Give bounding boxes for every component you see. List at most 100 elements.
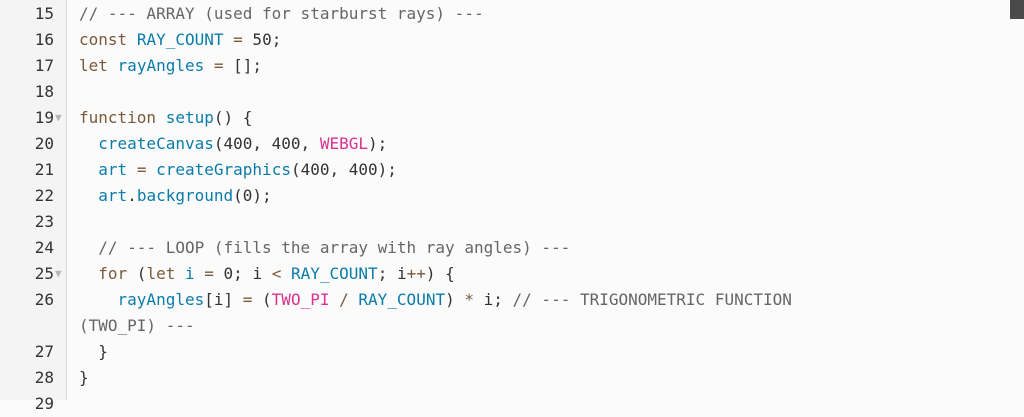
code-token: TWO_PI	[271, 290, 330, 309]
code-token: ; i	[377, 264, 407, 283]
code-token	[79, 160, 98, 179]
line-number: 25	[34, 264, 54, 283]
fold-arrow-icon[interactable]: ▼	[55, 267, 62, 280]
code-text: rayAngles[i] = (TWO_PI / RAY_COUNT) * i;…	[79, 287, 792, 313]
code-token: (	[127, 264, 147, 283]
code-token: // --- TRIGONOMETRIC FUNCTION	[512, 290, 792, 309]
code-token: // --- ARRAY (used for starburst rays) -…	[79, 4, 484, 23]
code-line[interactable]: 26 rayAngles[i] = (TWO_PI / RAY_COUNT) *…	[0, 287, 1010, 313]
code-token: function	[79, 108, 157, 127]
code-token: =	[136, 160, 147, 179]
code-token: RAY_COUNT	[358, 290, 446, 309]
code-token: (TWO_PI) ---	[79, 316, 195, 335]
code-token	[175, 264, 185, 283]
code-line[interactable]: 23	[0, 209, 1010, 235]
code-token: =	[204, 264, 214, 283]
code-text: art.background(0);	[79, 183, 272, 209]
line-number-gutter	[0, 0, 67, 400]
code-text: }	[79, 365, 89, 391]
code-token	[281, 264, 291, 283]
code-token: [i]	[204, 290, 243, 309]
line-number: 29	[34, 394, 54, 413]
code-line[interactable]: 15 // --- ARRAY (used for starburst rays)…	[0, 1, 1010, 27]
line-number: 22	[34, 186, 54, 205]
code-line[interactable]: 28}	[0, 365, 1010, 391]
code-token	[349, 290, 359, 309]
code-token: ++	[406, 264, 426, 283]
code-text: function setup() {	[79, 105, 252, 131]
code-text: art = createGraphics(400, 400);	[79, 157, 397, 183]
code-token: [];	[223, 56, 263, 75]
code-line[interactable]: 17 let rayAngles = [];	[0, 53, 1010, 79]
code-token: let	[146, 264, 176, 283]
code-token: art	[98, 160, 128, 179]
code-line[interactable]: 29	[0, 391, 1010, 417]
code-line-wrapped[interactable]: (TWO_PI) ---	[0, 313, 1010, 339]
code-token: art	[98, 186, 128, 205]
line-number: 15	[34, 4, 54, 23]
line-number: 24	[34, 238, 54, 257]
code-token: rayAngles	[117, 56, 205, 75]
code-token: =	[213, 56, 224, 75]
code-token: () {	[213, 108, 253, 127]
code-token: )	[445, 290, 465, 309]
code-line[interactable]: 20 createCanvas(400, 400, WEBGL);	[0, 131, 1010, 157]
code-line[interactable]: 25▼ for (let i = 0; i < RAY_COUNT; i++) …	[0, 261, 1010, 287]
code-token	[79, 290, 118, 309]
code-text: for (let i = 0; i < RAY_COUNT; i++) {	[79, 261, 455, 287]
code-token	[146, 160, 156, 179]
code-token: (0);	[233, 186, 272, 205]
code-text: let rayAngles = [];	[79, 53, 262, 79]
code-token: // --- LOOP (fills the array with ray an…	[79, 238, 571, 257]
code-token: 0; i	[213, 264, 272, 283]
code-text: (TWO_PI) ---	[79, 313, 195, 339]
code-text: // --- ARRAY (used for starburst rays) -…	[79, 1, 484, 27]
fold-arrow-icon[interactable]: ▼	[55, 111, 62, 124]
code-line[interactable]: 22 art.background(0);	[0, 183, 1010, 209]
code-token: <	[271, 264, 282, 283]
line-number: 18	[34, 82, 54, 101]
code-line[interactable]: 27 }	[0, 339, 1010, 365]
line-number: 27	[34, 342, 54, 361]
code-token: i	[184, 264, 195, 283]
code-token: createCanvas	[98, 134, 214, 153]
code-token: *	[464, 290, 474, 309]
code-line[interactable]: 19▼ function setup() {	[0, 105, 1010, 131]
code-token	[108, 56, 118, 75]
code-token: let	[79, 56, 108, 75]
code-text: // --- LOOP (fills the array with ray an…	[79, 235, 570, 261]
code-token: /	[339, 290, 349, 309]
code-token: i;	[474, 290, 513, 309]
code-text: createCanvas(400, 400, WEBGL);	[79, 131, 387, 157]
code-token: for	[98, 264, 128, 283]
code-line[interactable]: 21 art = createGraphics(400, 400);	[0, 157, 1010, 183]
code-token	[127, 160, 137, 179]
code-token: (400, 400);	[290, 160, 397, 179]
code-token: }	[79, 342, 108, 361]
code-token: createGraphics	[156, 160, 291, 179]
line-number: 20	[34, 134, 54, 153]
code-line[interactable]: 18	[0, 79, 1010, 105]
code-token	[195, 264, 205, 283]
code-token: RAY_COUNT	[136, 30, 224, 49]
code-token: }	[79, 368, 89, 387]
code-token: ) {	[425, 264, 455, 283]
code-token: .	[127, 186, 137, 205]
code-token: background	[136, 186, 234, 205]
code-token: (400, 400,	[213, 134, 320, 153]
code-line[interactable]: 24 // --- LOOP (fills the array with ray…	[0, 235, 1010, 261]
line-number: 19	[34, 108, 54, 127]
vertical-scrollbar-thumb[interactable]	[1010, 0, 1024, 19]
code-text: const RAY_COUNT = 50;	[79, 27, 281, 53]
code-token	[127, 30, 137, 49]
code-token: );	[368, 134, 388, 153]
code-token	[224, 30, 234, 49]
line-number: 28	[34, 368, 54, 387]
line-number: 17	[34, 56, 54, 75]
line-number: 26	[34, 290, 54, 309]
code-token: 50;	[242, 30, 282, 49]
code-token: rayAngles	[117, 290, 205, 309]
line-number: 21	[34, 160, 54, 179]
